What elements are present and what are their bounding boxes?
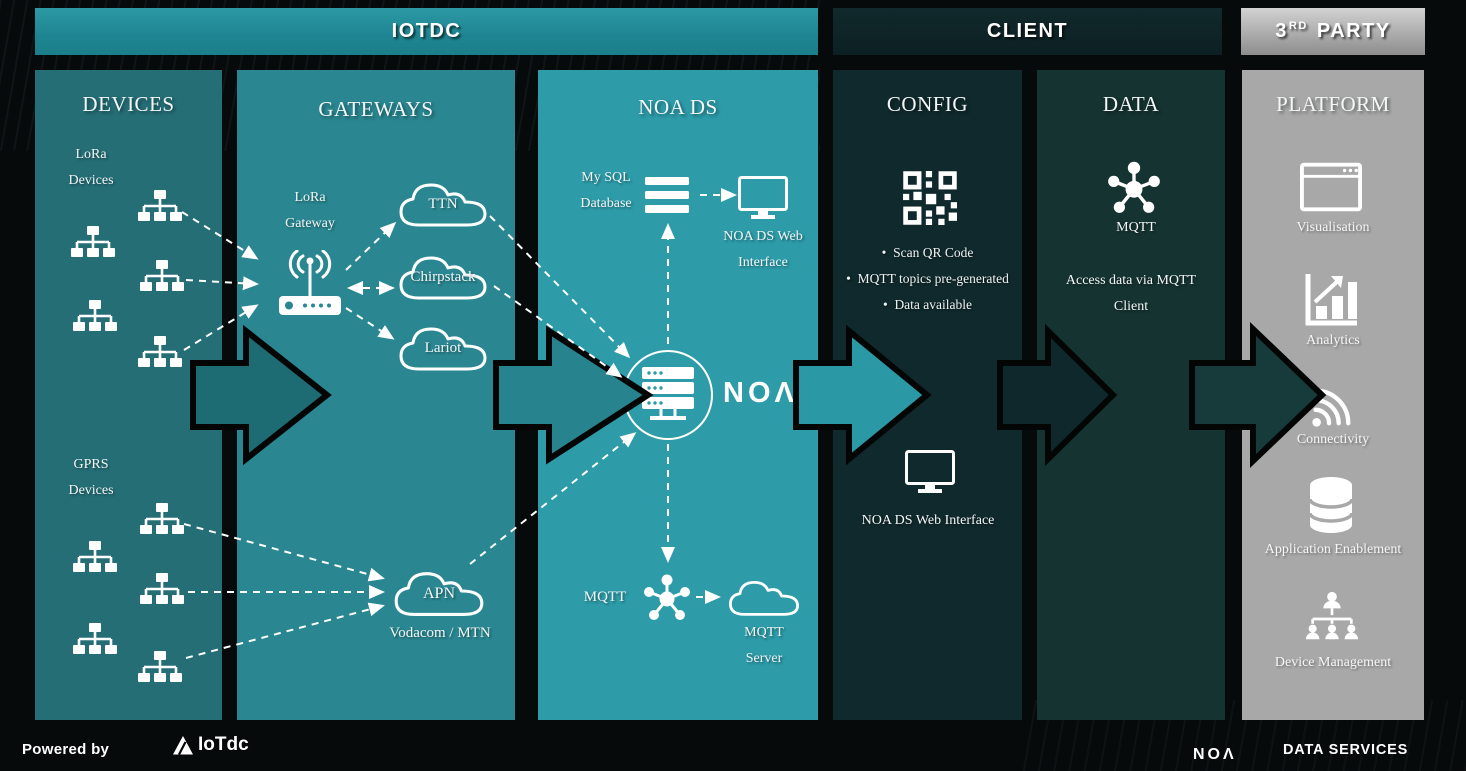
device-icon	[140, 260, 184, 291]
visualisation-label: Visualisation	[1296, 220, 1370, 235]
analytics-label: Analytics	[1306, 333, 1360, 348]
apn-operator-label: Vodacom / MTN	[389, 625, 491, 641]
analytics-icon	[1305, 274, 1357, 326]
application-enablement-database-icon	[1309, 477, 1353, 533]
noa-footer-logo: NOΛ	[1193, 746, 1237, 763]
noa-ds-title: NOA DS	[638, 95, 718, 119]
device-management-icon	[1305, 591, 1359, 640]
ttn-cloud-icon	[399, 183, 487, 227]
lariot-cloud-icon	[399, 327, 487, 371]
apn-cloud-icon	[394, 572, 484, 616]
lariot-cloud-label: Lariot	[424, 340, 462, 356]
platform-title: PLATFORM	[1276, 92, 1390, 116]
config-bullet-item: Data available	[835, 292, 1020, 318]
noa-hub-circle	[623, 350, 713, 440]
noa-logo: NOΛ	[723, 377, 798, 409]
data-mqtt-label: MQTT	[1116, 220, 1156, 235]
config-title: CONFIG	[886, 92, 969, 116]
device-icon	[140, 503, 184, 534]
config-web-interface-label: NOA DS Web Interface	[861, 513, 995, 528]
mqtt-server-cloud-icon	[729, 581, 799, 616]
devices-title: DEVICES	[82, 92, 175, 116]
application-enablement-label: Application Enablement	[1264, 542, 1402, 557]
chirpstack-cloud-icon	[399, 256, 487, 300]
device-icon	[73, 623, 117, 654]
device-icon	[73, 541, 117, 572]
chirpstack-cloud-label: Chirpstack	[410, 269, 476, 285]
noa-server-icon	[642, 367, 694, 420]
iotdc-logo-text: IoTdc	[198, 734, 249, 755]
device-icon	[138, 190, 182, 221]
header-iotdc-label: IOTDC	[391, 20, 462, 42]
iotdc-logo: IoTdc	[172, 734, 249, 756]
config-bullet-list: Scan QR Code MQTT topics pre-generated D…	[835, 240, 1020, 318]
gateways-title: GATEWAYS	[318, 97, 434, 121]
device-icon	[140, 573, 184, 604]
lora-gateway-router-icon	[279, 250, 341, 315]
header-3rd-party-label: 3RD PARTY	[1275, 20, 1391, 42]
connectivity-icon	[1312, 388, 1351, 427]
iotdc-triangle-icon	[173, 735, 193, 755]
mqtt-label: MQTT	[583, 589, 627, 605]
ttn-cloud-label: TTN	[428, 196, 458, 212]
qr-code-icon	[903, 171, 957, 225]
config-bullet-item: Scan QR Code	[835, 240, 1020, 266]
header-bar-client: CLIENT	[833, 8, 1222, 55]
connectivity-label: Connectivity	[1296, 432, 1370, 447]
device-icon	[73, 300, 117, 331]
device-icon	[138, 651, 182, 682]
column-config	[833, 70, 1022, 720]
header-client-label: CLIENT	[986, 20, 1069, 42]
noa-ds-web-interface-monitor-icon	[738, 176, 788, 219]
mqtt-hub-icon	[644, 574, 690, 620]
data-title: DATA	[1102, 92, 1160, 116]
device-management-label: Device Management	[1274, 655, 1392, 670]
header-bar-3rd-party: 3RD PARTY	[1241, 8, 1425, 55]
header-bar-iotdc: IOTDC	[35, 8, 818, 55]
powered-by-label: Powered by	[22, 741, 110, 758]
mysql-database-icon	[645, 177, 689, 213]
apn-cloud-label: APN	[422, 585, 455, 602]
data-services-label: DATA SERVICES	[1283, 742, 1409, 758]
visualisation-browser-icon	[1300, 162, 1362, 212]
config-bullet-item: MQTT topics pre-generated	[835, 266, 1020, 292]
device-icon	[138, 336, 182, 367]
data-mqtt-hub-icon	[1108, 161, 1160, 213]
config-web-interface-monitor-icon	[905, 450, 955, 493]
device-icon	[71, 226, 115, 257]
